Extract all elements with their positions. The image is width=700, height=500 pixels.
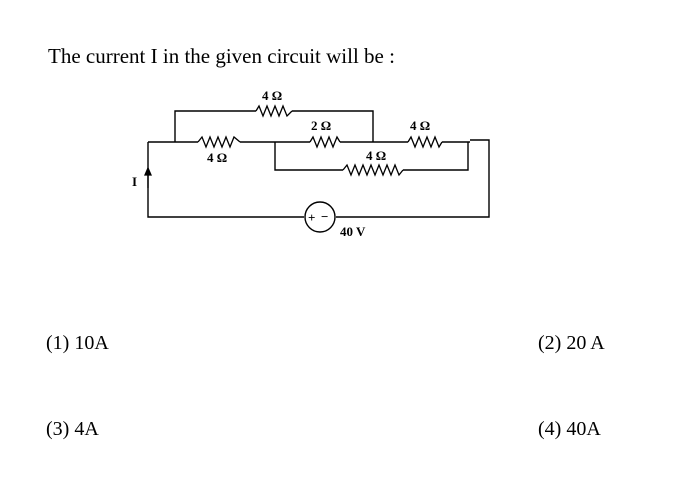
resistor-left <box>197 135 241 149</box>
question-text: The current I in the given circuit will … <box>48 44 395 68</box>
resistor-middle <box>309 135 341 149</box>
resistor-middle-label: 2 Ω <box>311 118 331 133</box>
wire-inner-loop <box>274 142 469 171</box>
option-2[interactable]: (2) 20 A <box>538 332 605 354</box>
current-label: I <box>132 174 137 189</box>
source-minus-label: − <box>321 209 328 224</box>
resistor-right-label: 4 Ω <box>410 118 430 133</box>
resistor-bottom <box>342 163 404 177</box>
option-1[interactable]: (1) 10A <box>46 332 109 354</box>
source-voltage-label: 40 V <box>340 224 366 239</box>
resistor-left-label: 4 Ω <box>207 150 227 165</box>
resistor-bottom-label: 4 Ω <box>366 148 386 163</box>
resistor-right <box>407 135 443 149</box>
voltage-source <box>304 201 336 233</box>
current-arrow <box>144 166 152 188</box>
resistor-top <box>255 104 293 118</box>
option-4[interactable]: (4) 40A <box>538 418 601 440</box>
wire-top-branch <box>174 110 374 142</box>
source-plus-label: + <box>308 210 315 225</box>
option-3[interactable]: (3) 4A <box>46 418 99 440</box>
resistor-top-label: 4 Ω <box>262 88 282 103</box>
